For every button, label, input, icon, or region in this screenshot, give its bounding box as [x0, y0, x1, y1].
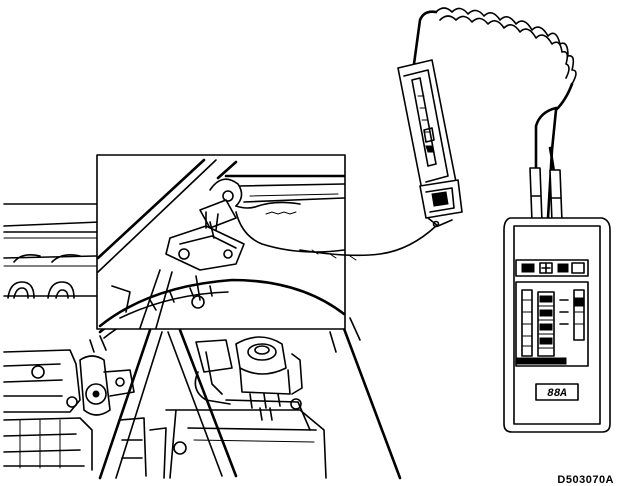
- figure-reference-code: D503070A: [557, 474, 614, 486]
- detail-inset: [96, 154, 346, 330]
- meter-display-reading: 88A: [547, 388, 567, 400]
- current-probe: [299, 7, 577, 261]
- multimeter: 88A: [503, 106, 611, 433]
